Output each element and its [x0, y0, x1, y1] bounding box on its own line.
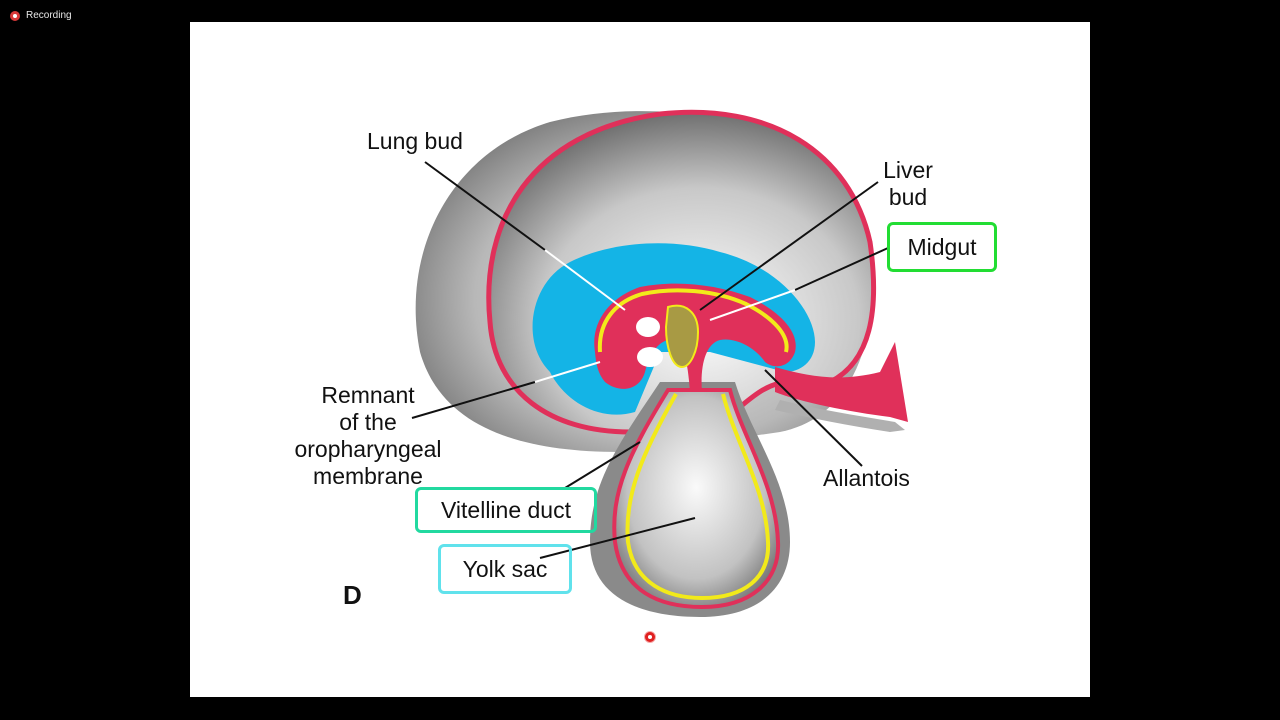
vitelline-duct-box: Vitelline duct [415, 487, 597, 533]
allantois-stalk [775, 342, 908, 422]
yolk-sac-line [539, 517, 696, 559]
embryo-diagram [411, 109, 908, 617]
gut-endoderm [597, 288, 789, 353]
panel-letter: D [343, 580, 362, 610]
label-liver-bud-line2: bud [888, 184, 928, 210]
laser-pointer-icon [644, 631, 656, 643]
label-remnant-line3: oropharyngeal [294, 436, 442, 462]
lung-bud-line [424, 161, 546, 251]
yolk-sac-box: Yolk sac [438, 544, 572, 594]
label-liver-bud-line1: Liver [883, 157, 933, 183]
midgut-box: Midgut [887, 222, 997, 272]
label-midgut: Midgut [907, 233, 977, 260]
vitelline-line [564, 441, 641, 489]
allantois-line [764, 369, 863, 467]
yolk-sac-inner [612, 388, 781, 610]
liver-bud-line [699, 181, 879, 311]
yolk-sac-endoderm [625, 393, 771, 601]
label-yolk-sac: Yolk sac [462, 555, 548, 582]
label-remnant-line2: of the [339, 409, 397, 435]
recording-indicator: Recording [10, 10, 72, 21]
recording-label: Recording [26, 10, 72, 21]
label-lung-bud: Lung bud [367, 128, 463, 154]
label-vitelline-duct: Vitelline duct [441, 496, 571, 523]
remnant-line [411, 381, 536, 419]
label-remnant-line1: Remnant [321, 382, 415, 408]
label-remnant-oropharyngeal: Remnant of the oropharyngeal membrane [280, 382, 456, 490]
label-liver-bud: Liver bud [873, 157, 943, 211]
midgut-line [794, 247, 889, 291]
slide-panel: Lung bud Liver bud Midgut Remnant of the… [190, 22, 1090, 697]
record-icon [10, 10, 20, 21]
label-remnant-line4: membrane [313, 463, 423, 489]
label-allantois: Allantois [823, 465, 910, 491]
liver-bud-region [664, 304, 700, 369]
